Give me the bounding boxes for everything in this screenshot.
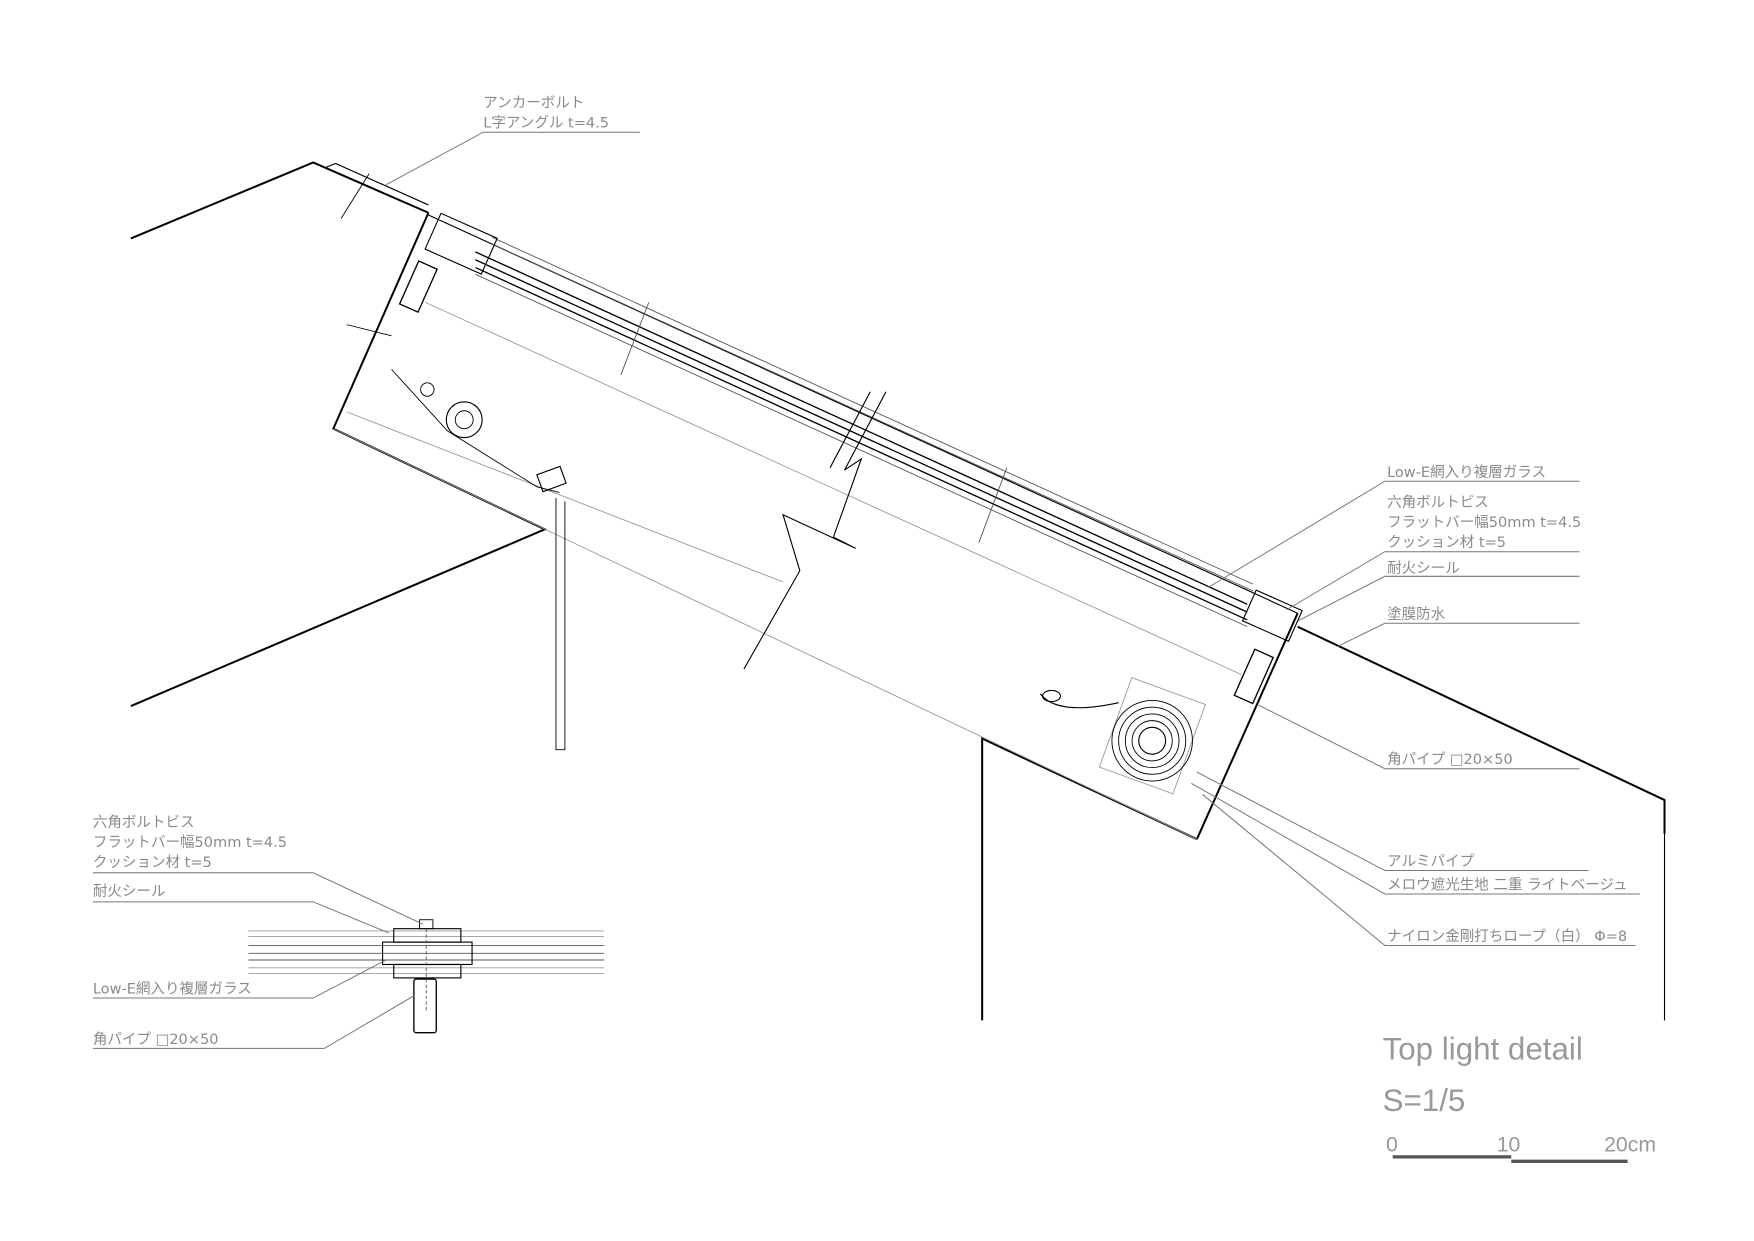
label-fire-seal: 耐火シール (1387, 560, 1460, 577)
label-glass: Low-E網入り複層ガラス (1387, 464, 1546, 481)
drawing-scale: S=1/5 (1383, 1083, 1466, 1118)
label-flat-bar: フラットバー幅50mm t=4.5 (1387, 514, 1581, 531)
scale-bar (1392, 1155, 1628, 1164)
drawing-title: Top light detail (1383, 1032, 1583, 1067)
section-label-square-pipe: 角パイプ □20×50 (93, 1031, 219, 1048)
label-fabric: メロウ遮光生地 二重 ライトベージュ (1387, 877, 1627, 894)
label-l-angle: L字アングル t=4.5 (483, 115, 609, 132)
leader-lines (385, 131, 1640, 946)
label-alu-pipe: アルミパイプ (1387, 853, 1475, 870)
label-waterproof: 塗膜防水 (1387, 605, 1446, 623)
section-label-fire-seal: 耐火シール (93, 883, 166, 900)
label-cushion: クッション材 t=5 (1387, 534, 1506, 551)
label-anchor-bolt: アンカーボルト (483, 95, 584, 112)
section-label-flat-bar: フラットバー幅50mm t=4.5 (93, 834, 287, 851)
label-rope: ナイロン金剛打ちロープ（白） Φ=8 (1387, 928, 1627, 945)
label-hex-bolt: 六角ボルトビス (1387, 494, 1489, 511)
upper-bracket (340, 173, 1008, 543)
section-label-glass: Low-E網入り複層ガラス (93, 981, 252, 998)
scale-tick-0: 0 (1386, 1132, 1398, 1156)
section-label-hex-bolt: 六角ボルトビス (93, 814, 195, 831)
scale-tick-10: 10 (1497, 1132, 1521, 1156)
fabric-roll (1039, 677, 1206, 795)
lower-bracket (1233, 589, 1303, 705)
section-label-cushion: クッション材 t=5 (93, 854, 212, 871)
section-detail (92, 872, 605, 1049)
rope-pulley (391, 369, 567, 751)
glass-layers (333, 214, 1298, 840)
break-line (743, 391, 887, 670)
scale-tick-20: 20cm (1604, 1132, 1656, 1156)
label-square-pipe: 角パイプ □20×50 (1387, 751, 1513, 768)
